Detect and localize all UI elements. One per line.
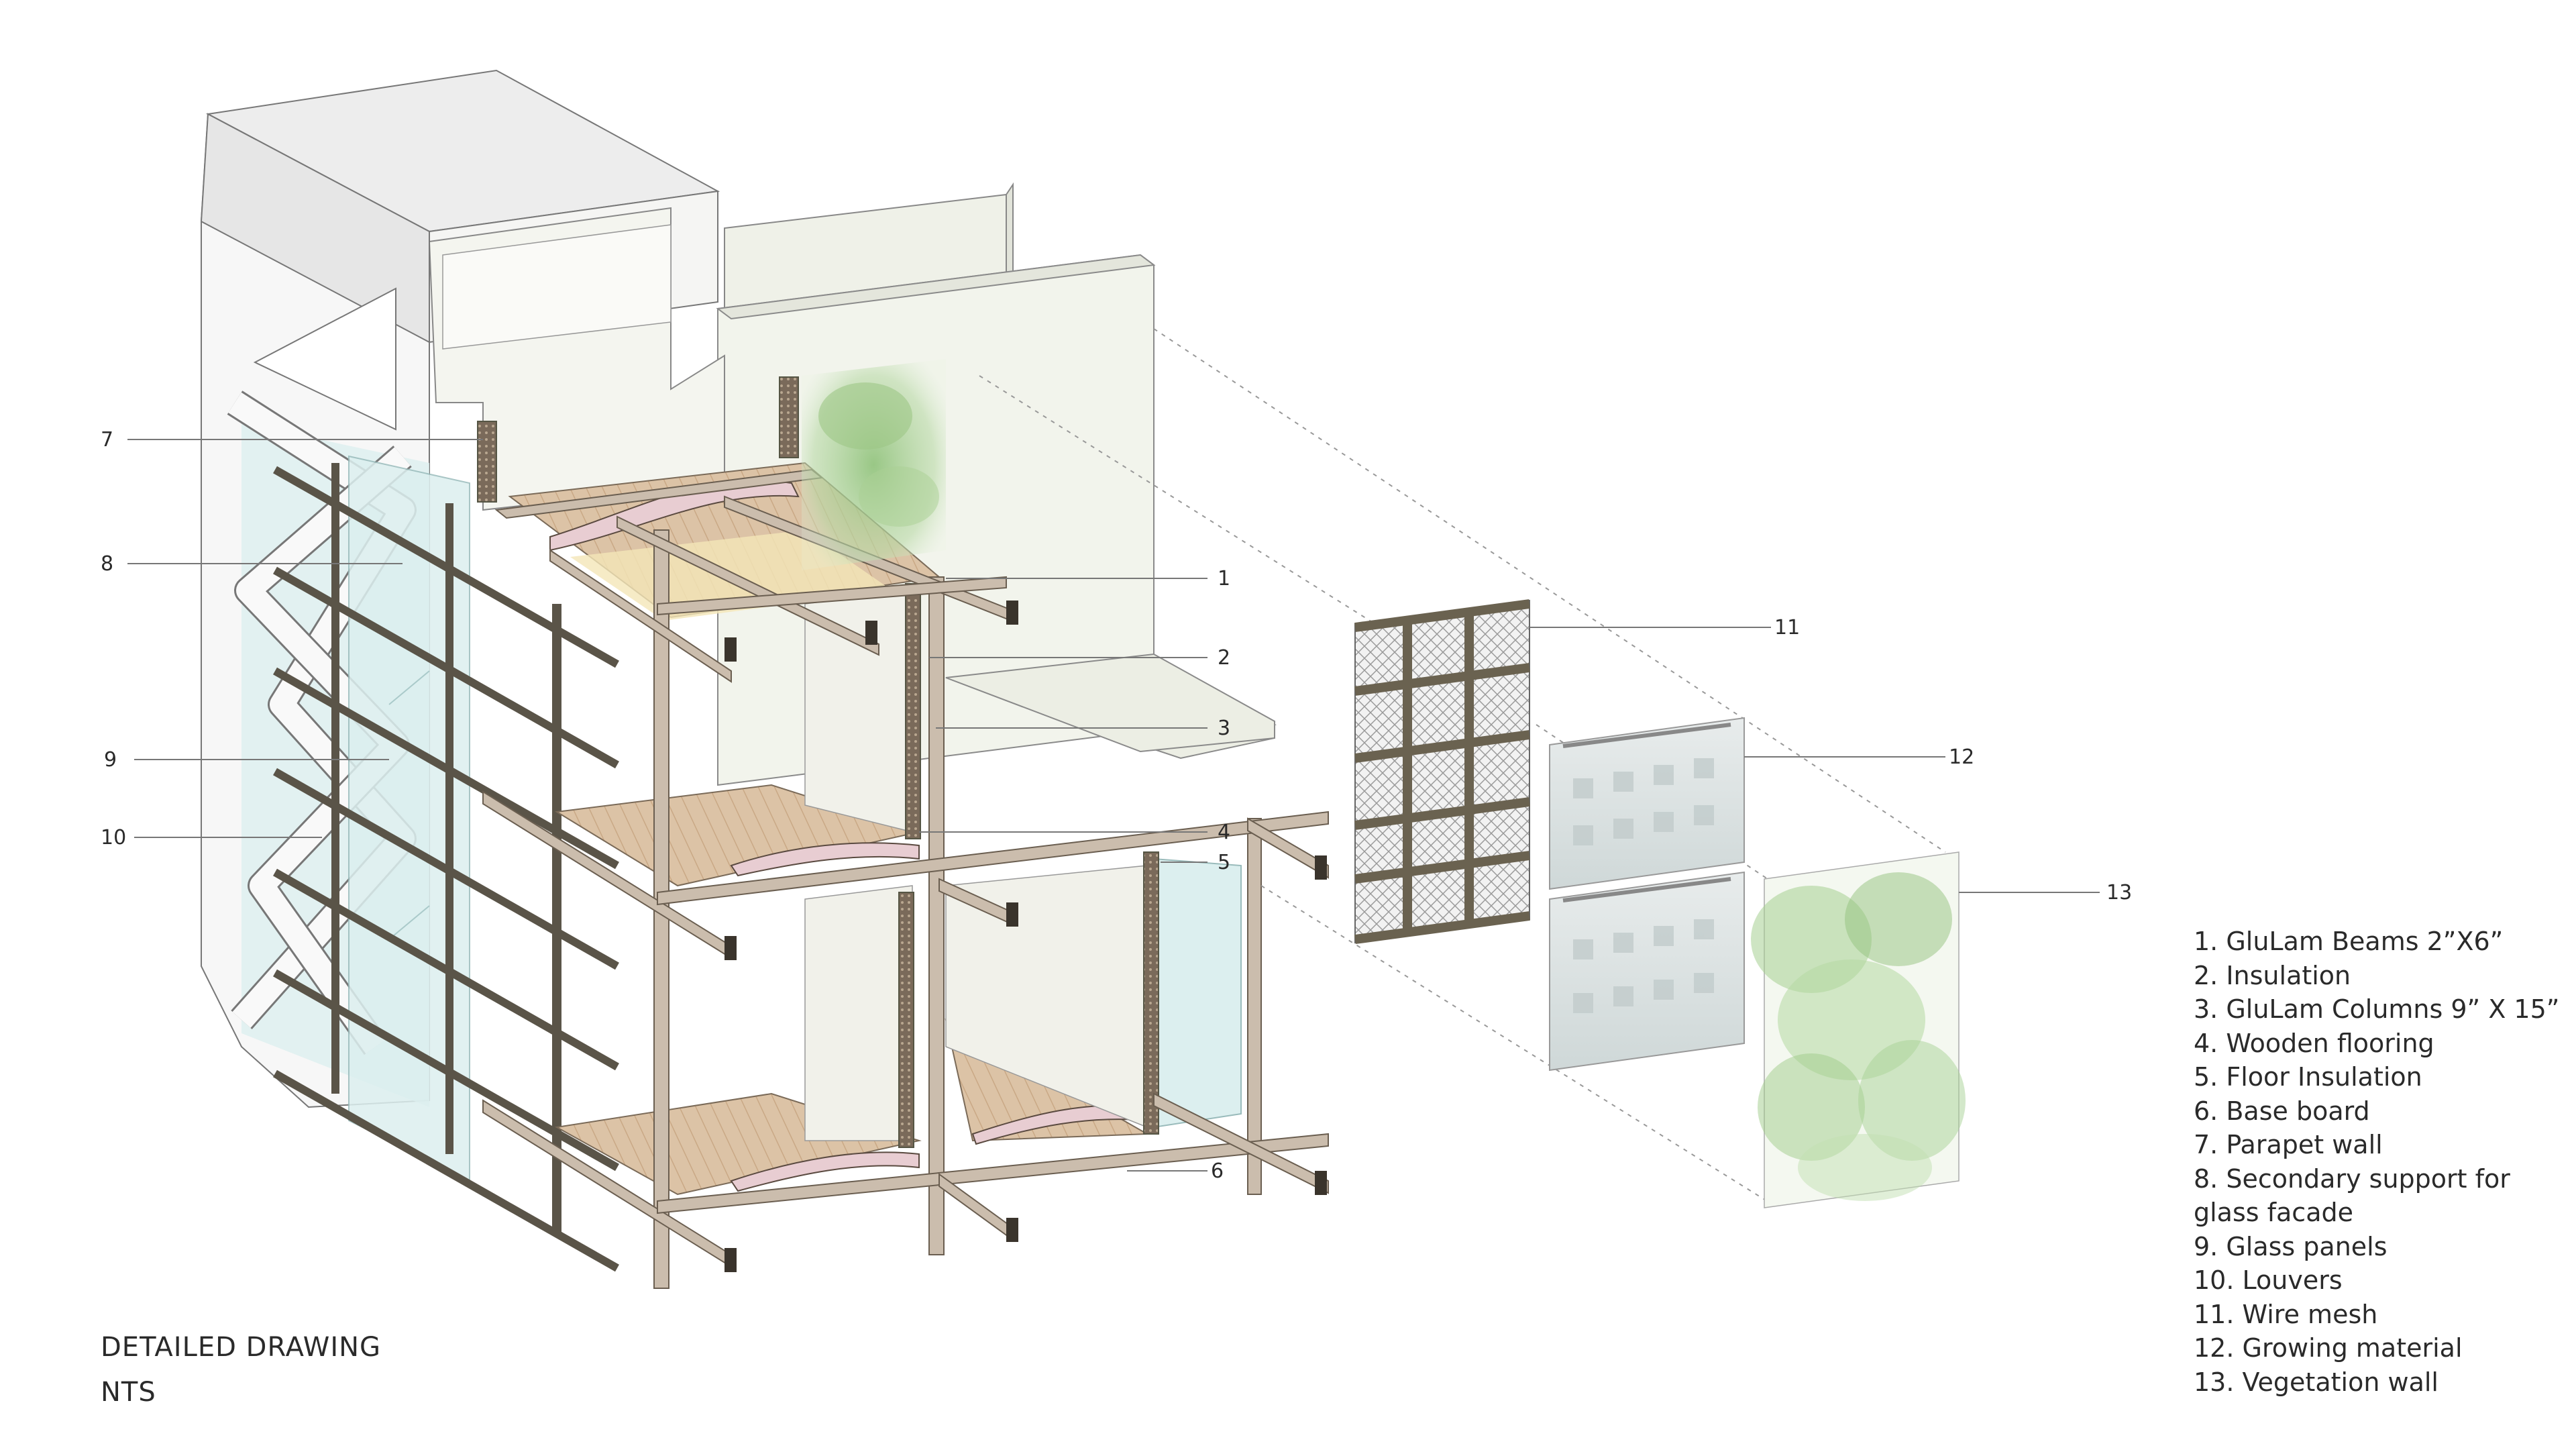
callout-10: 10 xyxy=(101,826,126,849)
callout-11: 11 xyxy=(1774,616,1800,639)
beam-ends xyxy=(724,601,1327,1272)
legend-item: 13. Vegetation wall xyxy=(2194,1367,2438,1397)
callout-6: 6 xyxy=(1211,1159,1224,1183)
callout-7: 7 xyxy=(101,428,113,452)
leader-lines xyxy=(127,439,2100,1172)
wire-mesh-panel xyxy=(1354,599,1530,944)
drawing-title: DETAILED DRAWING xyxy=(101,1332,382,1363)
legend-item: 4. Wooden flooring xyxy=(2194,1028,2434,1058)
diagrid-frame xyxy=(200,113,619,1272)
legend-item: 9. Glass panels xyxy=(2194,1231,2387,1261)
legend-item: 1. GluLam Beams 2”X6” xyxy=(2194,927,2504,956)
vegetation-wall-panel xyxy=(1751,851,1966,1208)
legend-item: 12. Growing material xyxy=(2194,1333,2463,1363)
legend-item: 11. Wire mesh xyxy=(2194,1299,2378,1329)
callout-4: 4 xyxy=(1218,821,1230,844)
vegetation-back xyxy=(802,359,946,570)
callout-numbers: 7 8 9 10 1 2 3 4 5 6 11 12 13 xyxy=(101,428,2132,1183)
legend-item: 2. Insulation xyxy=(2194,960,2351,990)
growing-material-panels xyxy=(1549,717,1745,1072)
drawing-scale: NTS xyxy=(101,1377,156,1408)
callout-13: 13 xyxy=(2106,881,2132,904)
glulam-frame xyxy=(482,468,1329,1289)
callout-9: 9 xyxy=(104,748,117,772)
legend-item: 8. Secondary support for glass facade xyxy=(2194,1163,2510,1228)
callout-2: 2 xyxy=(1218,646,1230,670)
legend-item: 5. Floor Insulation xyxy=(2194,1062,2422,1092)
callout-5: 5 xyxy=(1218,851,1230,874)
parapet-wall xyxy=(205,69,799,511)
legend: 1. GluLam Beams 2”X6” 2. Insulation 3. G… xyxy=(2194,925,2569,1399)
callout-12: 12 xyxy=(1949,745,1974,769)
legend-item: 10. Louvers xyxy=(2194,1265,2343,1295)
callout-3: 3 xyxy=(1218,717,1230,740)
legend-item: 7. Parapet wall xyxy=(2194,1130,2383,1159)
interior-walls xyxy=(804,583,1242,1148)
legend-item: 6. Base board xyxy=(2194,1096,2370,1126)
callout-1: 1 xyxy=(1218,567,1230,590)
callout-8: 8 xyxy=(101,552,113,576)
legend-item: 3. GluLam Columns 9” X 15” xyxy=(2194,994,2560,1024)
